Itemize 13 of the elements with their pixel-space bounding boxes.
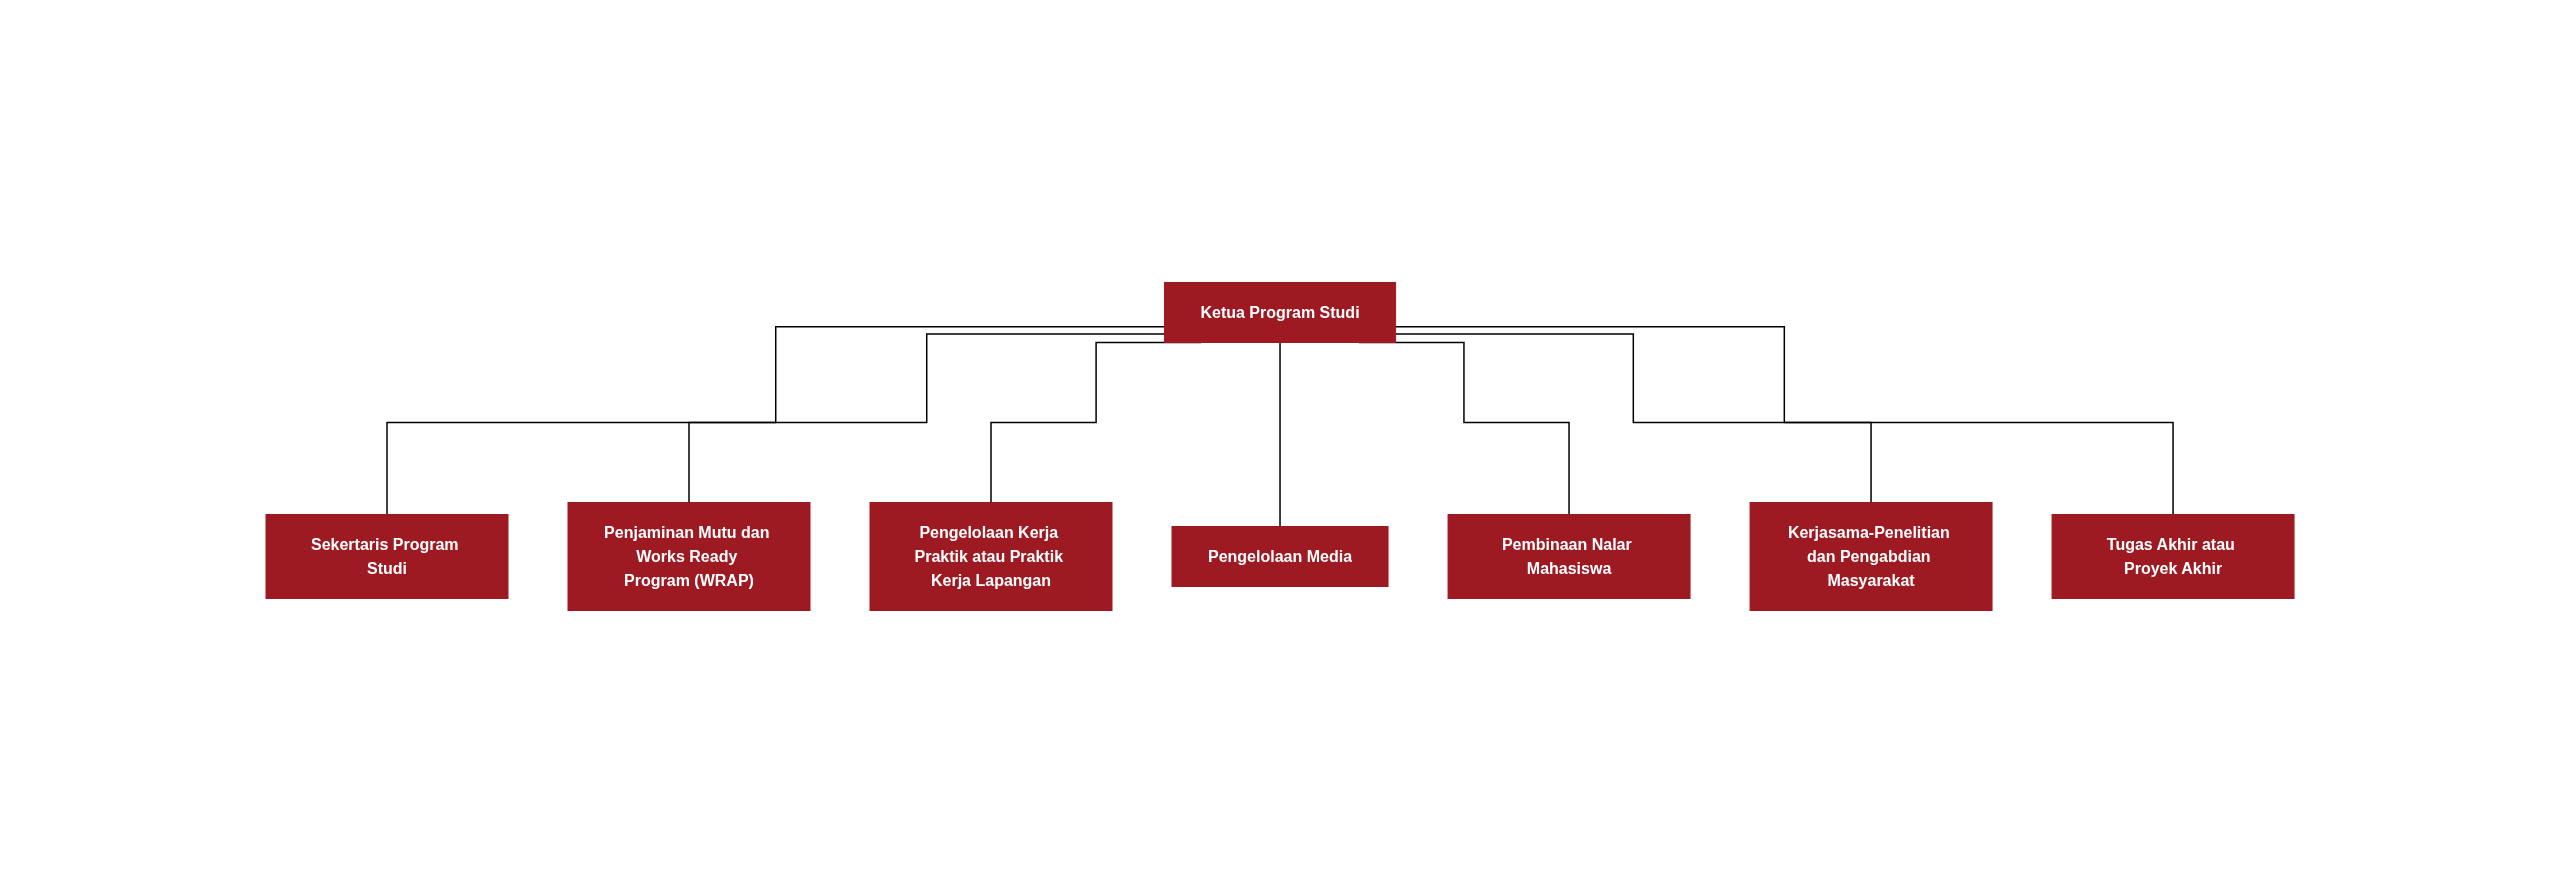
node-box: Tugas Akhir atau Proyek Akhir [2051, 514, 2295, 599]
node-box: Ketua Program Studi [1163, 282, 1397, 343]
node-box: Penjaminan Mutu dan Works Ready Program (WRAP) [567, 502, 811, 611]
connector [1279, 341, 1281, 528]
connector [1394, 326, 2174, 516]
node-box: Kerjasama-Penelitian dan Pengabdian Masyarakat [1749, 502, 1993, 611]
connector [1394, 333, 1872, 504]
node-box: Pengelolaan Kerja Praktik atau Praktik Kerja Lapangan [869, 502, 1113, 611]
node-box: Pembinaan Nalar Mahasiswa [1447, 514, 1691, 599]
connector [688, 333, 1166, 504]
node-box: Sekertaris Program Studi [265, 514, 509, 599]
node-box: Pengelolaan Media [1171, 526, 1389, 587]
connector [386, 326, 1166, 516]
